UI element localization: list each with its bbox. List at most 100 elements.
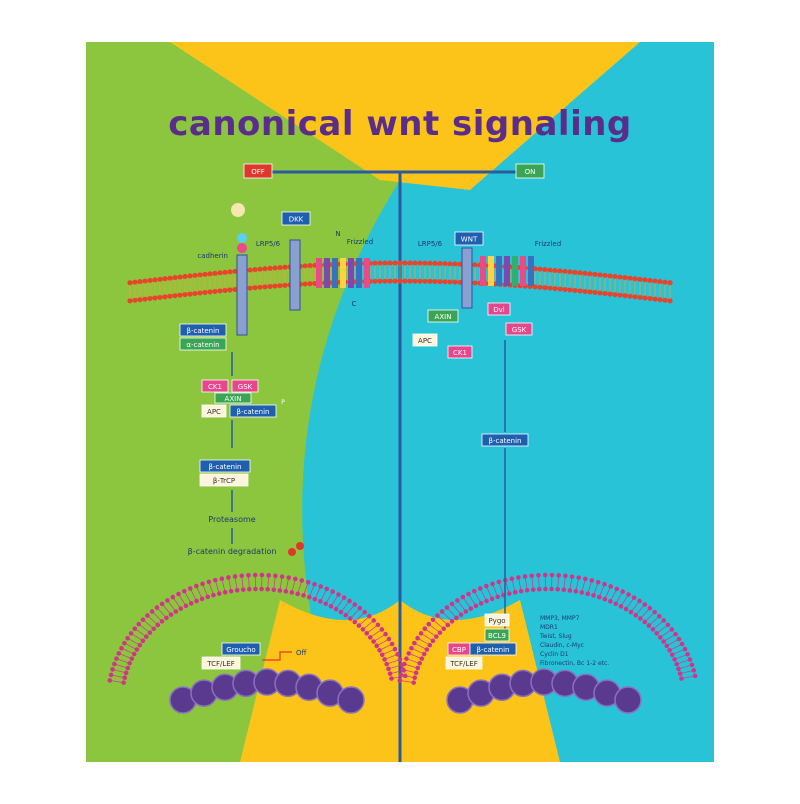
nuclear-membrane-left-head: [155, 623, 160, 628]
nuclear-membrane-right-head: [688, 657, 693, 662]
nuclear-membrane-right-head: [415, 636, 420, 641]
membrane-head-inner: [277, 283, 282, 288]
nuclear-membrane-left-head: [155, 605, 160, 610]
membrane-head-outer: [372, 261, 377, 266]
nuclear-membrane-left-head: [301, 593, 306, 598]
nuclear-membrane-right-head: [674, 662, 679, 667]
nuclear-membrane-left-head: [386, 667, 391, 672]
nuclear-membrane-left-head: [348, 616, 353, 621]
nuclear-membrane-right-head: [513, 590, 518, 595]
membrane-head-inner: [302, 281, 307, 286]
nuclear-membrane-left-head: [133, 626, 138, 631]
nuclear-membrane-right-head: [474, 604, 479, 609]
membrane-head-outer: [452, 261, 457, 266]
membrane-head-inner: [597, 290, 602, 295]
nuclear-membrane-left-head: [127, 661, 132, 666]
left-beta-catenin-complex-label: β-catenin: [236, 408, 269, 416]
nuclear-membrane-right-head: [510, 576, 515, 581]
frizzled-left-helix: [324, 258, 330, 288]
membrane-head-outer: [657, 279, 662, 284]
membrane-head-inner: [632, 294, 637, 299]
nuclear-membrane-left-head: [239, 573, 244, 578]
nuclear-membrane-left-head: [265, 587, 270, 592]
chromatin-right-nucleosome: [615, 687, 641, 713]
membrane-head-inner: [642, 295, 647, 300]
nuclear-membrane-right-head: [677, 637, 682, 642]
left-ck1-label: CK1: [208, 383, 222, 391]
nuclear-membrane-left-head: [380, 627, 385, 632]
membrane-head-outer: [397, 260, 402, 265]
nuclear-membrane-right-head: [670, 627, 675, 632]
nuclear-membrane-left-head: [184, 604, 189, 609]
nuclear-membrane-right-head: [603, 597, 608, 602]
nuclear-membrane-left-head: [280, 574, 285, 579]
nuclear-membrane-right-head: [633, 613, 638, 618]
membrane-head-inner: [617, 292, 622, 297]
degraded-fragment: [288, 548, 296, 556]
membrane-head-outer: [432, 261, 437, 266]
nuclear-membrane-left-head: [278, 588, 283, 593]
nuclear-membrane-right-head: [550, 573, 555, 578]
membrane-head-outer: [197, 272, 202, 277]
nuclear-membrane-right-head: [445, 623, 450, 628]
nuclear-membrane-right-head: [537, 587, 542, 592]
membrane-head-inner: [202, 290, 207, 295]
frizzled-right-helix: [520, 256, 526, 286]
nuclear-membrane-right-head: [404, 656, 409, 661]
nuclear-membrane-right-head: [570, 574, 575, 579]
membrane-head-inner: [252, 285, 257, 290]
nuclear-membrane-left-head: [306, 580, 311, 585]
nuclear-membrane-left-head: [342, 595, 347, 600]
nuclear-membrane-left-head: [371, 618, 376, 623]
nuclear-membrane-right-head: [431, 617, 436, 622]
nuclear-membrane-right-head: [472, 589, 477, 594]
nuclear-membrane-left-head: [141, 617, 146, 622]
cadherin-top: [237, 233, 247, 243]
membrane-head-outer: [652, 278, 657, 283]
nuclear-membrane-right-head: [497, 580, 502, 585]
nuclear-membrane-right-head: [690, 663, 695, 668]
nuclear-membrane-right-head: [531, 587, 536, 592]
membrane-head-outer: [217, 270, 222, 275]
membrane-head-outer: [187, 273, 192, 278]
membrane-head-outer: [162, 276, 167, 281]
nuclear-membrane-left-head: [135, 647, 140, 652]
frizzled-left-helix: [316, 258, 322, 288]
nuclear-membrane-right-head: [525, 588, 530, 593]
frizzled-right-helix: [480, 256, 486, 286]
nuclear-membrane-right-head: [608, 599, 613, 604]
nuclear-membrane-right-head: [427, 643, 432, 648]
nuclear-membrane-right-head: [543, 587, 548, 592]
nuclear-membrane-right-head: [490, 582, 495, 587]
nuclear-membrane-right-head: [685, 652, 690, 657]
nuclear-membrane-left-head: [318, 584, 323, 589]
dkk-label: DKK: [289, 216, 304, 224]
membrane-head-inner: [212, 289, 217, 294]
nuclear-membrane-left-head: [217, 591, 222, 596]
membrane-head-inner: [227, 287, 232, 292]
nuclear-membrane-right-head: [420, 656, 425, 661]
cadherin-bottom: [237, 243, 247, 253]
membrane-head-inner: [422, 279, 427, 284]
nuclear-membrane-right-head: [407, 651, 412, 656]
nuclear-membrane-left-head: [266, 573, 271, 578]
nuclear-membrane-left-head: [318, 599, 323, 604]
nuclear-membrane-right-head: [440, 609, 445, 614]
membrane-head-inner: [172, 293, 177, 298]
membrane-head-outer: [252, 267, 257, 272]
target-gene-2: Twist, Slug: [539, 633, 572, 640]
nuclear-membrane-right-head: [417, 661, 422, 666]
membrane-head-inner: [662, 298, 667, 303]
nuclear-membrane-left-head: [141, 639, 146, 644]
membrane-head-inner: [157, 295, 162, 300]
membrane-head-inner: [607, 291, 612, 296]
nuclear-membrane-right-head: [425, 647, 430, 652]
nuclear-membrane-right-head: [670, 652, 675, 657]
nuclear-membrane-right-head: [490, 597, 495, 602]
membrane-head-inner: [647, 296, 652, 301]
membrane-head-outer: [422, 261, 427, 266]
nuclear-membrane-left-head: [130, 656, 135, 661]
membrane-head-inner: [412, 278, 417, 283]
nuclear-membrane-left-head: [323, 601, 328, 606]
nuclear-membrane-left-head: [241, 587, 246, 592]
